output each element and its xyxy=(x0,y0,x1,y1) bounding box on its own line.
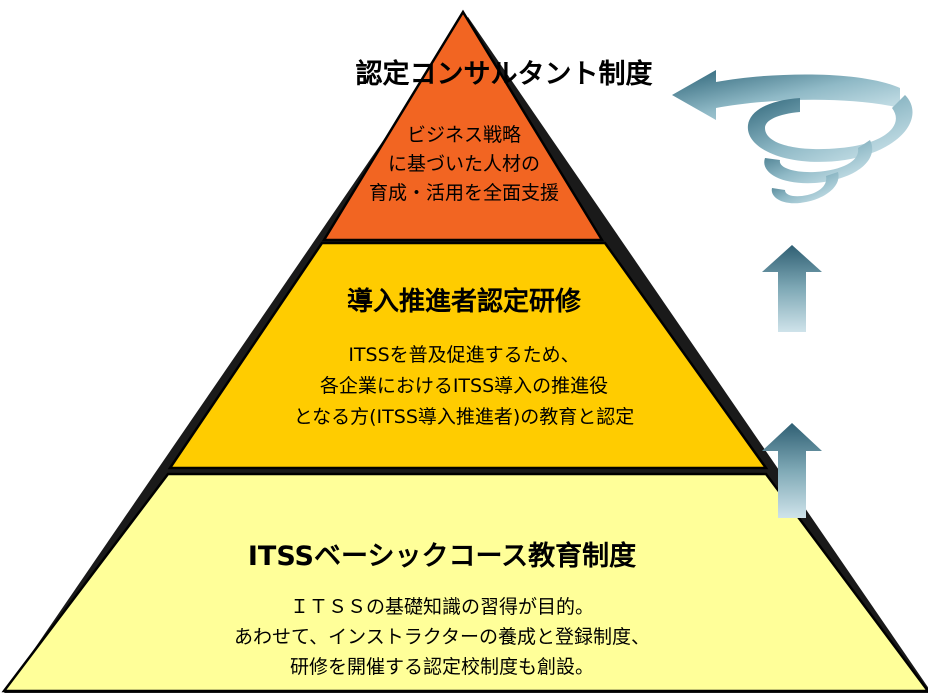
tier-middle xyxy=(167,241,769,470)
tier-top-title: 認定コンサルタント制度 xyxy=(355,59,653,90)
tier-bottom-description: ＩＴＳＳの基礎知識の習得が目的。 あわせて、インストラクターの養成と登録制度、 … xyxy=(0,592,906,682)
tier-top-line: 育成・活用を全面支援 xyxy=(368,182,559,204)
tier-bottom-line: あわせて、インストラクターの養成と登録制度、 xyxy=(234,626,650,648)
tier-middle-line: となる方(ITSS導入推進者)の教育と認定 xyxy=(293,406,635,428)
tier-bottom-line: ＩＴＳＳの基礎知識の習得が目的。 xyxy=(289,596,594,618)
up-arrow-icon xyxy=(762,245,822,332)
tier-bottom-title: ITSSベーシックコース教育制度 xyxy=(247,541,637,572)
tier-bottom xyxy=(1,472,928,693)
tier-middle-title: 導入推進者認定研修 xyxy=(346,287,581,317)
up-arrow-icon xyxy=(762,423,822,518)
tier-middle-line: ITSSを普及促進するため、 xyxy=(348,344,580,366)
tier-bottom-line: 研修を開催する認定校制度も創設。 xyxy=(289,656,594,678)
spiral-arrow-icon xyxy=(672,70,913,204)
tier-top-line: ビジネス戦略 xyxy=(406,124,521,146)
tier-top-description: ビジネス戦略 に基づいた人材の 育成・活用を全面支援 xyxy=(0,121,928,208)
tier-middle-description: ITSSを普及促進するため、 各企業におけるITSS導入の推進役 となる方(IT… xyxy=(0,340,928,433)
tier-top-line: に基づいた人材の xyxy=(387,153,540,175)
tier-middle-line: 各企業におけるITSS導入の推進役 xyxy=(319,375,609,397)
tier-top xyxy=(321,9,605,242)
